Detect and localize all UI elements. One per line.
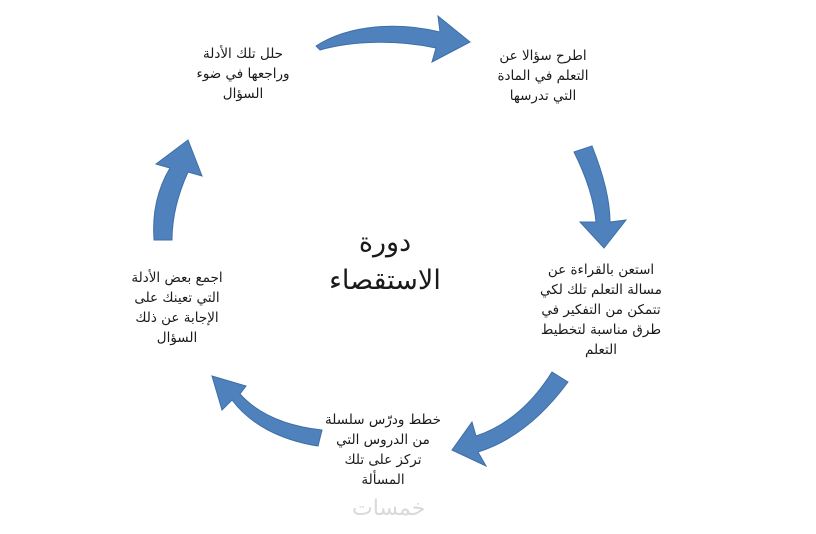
arrow-left <box>153 139 203 241</box>
step-collect-evidence: اجمع بعض الأدلة التي تعينك على الإجابة ع… <box>102 268 252 348</box>
step-line: تركز على تلك <box>344 452 422 468</box>
step-plan-teach: خطط ودرّس سلسلة من الدروس التي تركز على … <box>308 410 458 490</box>
arrow-bottom-left <box>211 375 323 447</box>
step-line: تتمكن من التفكير في <box>541 302 661 318</box>
center-title-line: الاستقصاء <box>329 265 441 296</box>
step-line: التي تدرسها <box>509 88 577 104</box>
step-line: مسالة التعلم تلك لكي <box>540 282 662 298</box>
step-line: التعلم <box>585 342 617 358</box>
step-line: التعلم في المادة <box>497 68 589 84</box>
step-line: اجمع بعض الأدلة <box>131 270 223 286</box>
step-line: وراجعها في ضوء <box>196 66 290 82</box>
center-title-line: دورة <box>358 227 412 258</box>
step-line: السؤال <box>222 86 264 102</box>
step-line: اطرح سؤالا عن <box>499 48 587 64</box>
arrow-right-upper <box>573 145 628 249</box>
step-line: خطط ودرّس سلسلة <box>325 412 441 428</box>
step-line: من الدروس التي <box>336 432 430 448</box>
step-line: استعن بالقراءة عن <box>547 262 655 278</box>
step-line: السؤال <box>156 330 198 346</box>
step-ask-question: اطرح سؤالا عن التعلم في المادة التي تدرس… <box>468 46 618 106</box>
step-line: حلل تلك الأدلة <box>202 46 284 62</box>
step-line: الإجابة عن ذلك <box>135 310 219 326</box>
step-analyze-evidence: حلل تلك الأدلة وراجعها في ضوء السؤال <box>168 44 318 104</box>
step-line: طرق مناسبة لتخطيط <box>540 322 662 338</box>
step-line: المسألة <box>361 472 405 488</box>
step-line: التي تعينك على <box>134 290 220 306</box>
step-read-research: استعن بالقراءة عن مسالة التعلم تلك لكي ت… <box>516 260 686 360</box>
arrow-top <box>315 14 471 63</box>
arrow-right-lower <box>451 371 569 468</box>
center-title: دورة الاستقصاء <box>300 224 470 300</box>
watermark-logo: خمسات <box>352 496 426 521</box>
